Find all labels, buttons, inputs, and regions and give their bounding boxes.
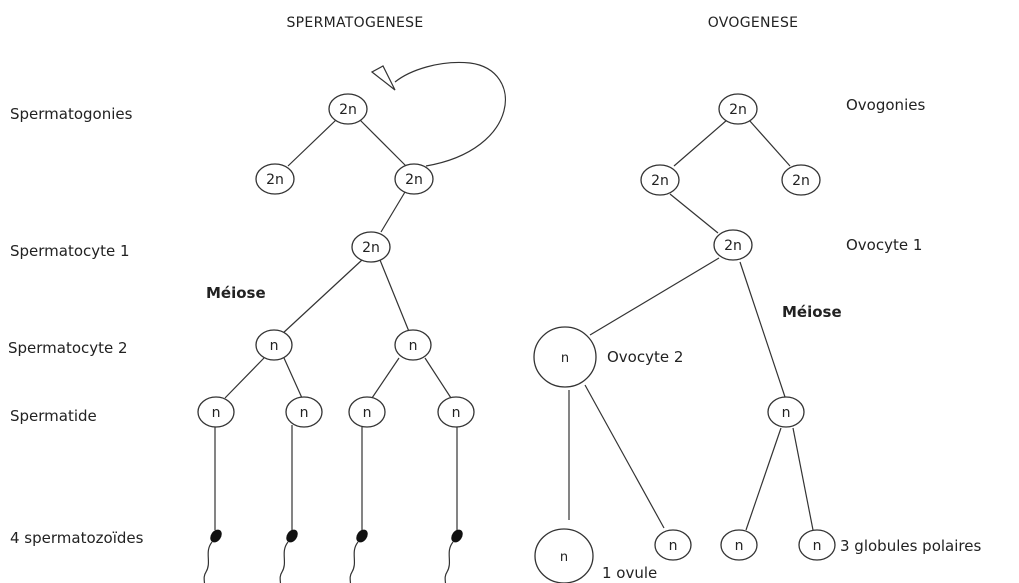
label-ovogonies: Ovogonies	[846, 96, 925, 114]
spermatozoon-4	[444, 529, 463, 583]
label-spermatocyte-1: Spermatocyte 1	[10, 242, 130, 260]
cell-globule-polaire-2: n	[654, 529, 692, 561]
svg-text:n: n	[669, 538, 678, 554]
svg-text:2n: 2n	[792, 173, 810, 189]
svg-text:2n: 2n	[362, 240, 380, 256]
label-ovocyte-1: Ovocyte 1	[846, 236, 922, 254]
cell-globule-polaire-3: n	[720, 529, 758, 561]
svg-text:n: n	[560, 550, 568, 565]
cell-globule-polaire-4: n	[798, 529, 836, 561]
svg-text:n: n	[270, 338, 279, 354]
self-renewal-arrow	[370, 61, 506, 167]
header-ovogenese: OVOGENESE	[708, 15, 799, 31]
cell-ovocyte-1: 2n	[713, 229, 753, 261]
cell-ovocyte-2: n	[533, 326, 597, 388]
cell-spermatide-3: n	[348, 396, 386, 428]
svg-text:n: n	[452, 405, 461, 421]
cell-spermatide-4: n	[437, 396, 475, 428]
cell-spermatide-1: n	[197, 396, 235, 428]
ovogenesis-tree-lines	[568, 119, 814, 531]
cell-ovogonie-right: 2n	[781, 164, 821, 196]
label-globules-polaires: 3 globules polaires	[840, 537, 981, 555]
svg-text:2n: 2n	[339, 102, 357, 118]
cell-spermatogonie-right: 2n	[394, 163, 434, 195]
cell-globule-polaire-1: n	[767, 396, 805, 428]
label-spermatocyte-2: Spermatocyte 2	[8, 339, 128, 357]
svg-text:2n: 2n	[651, 173, 669, 189]
arrowhead-icon	[370, 65, 396, 91]
cell-ovogonie-top: 2n	[718, 93, 758, 125]
svg-text:n: n	[409, 338, 418, 354]
cell-spermatogonie-top: 2n	[328, 93, 368, 125]
svg-text:n: n	[212, 405, 221, 421]
svg-text:n: n	[363, 405, 372, 421]
cell-spermatocyte-1: 2n	[351, 231, 391, 263]
cell-ovogonie-left: 2n	[640, 164, 680, 196]
svg-text:n: n	[300, 405, 309, 421]
cell-spermatogonie-left: 2n	[255, 163, 295, 195]
label-spermatogonies: Spermatogonies	[10, 105, 133, 123]
svg-text:n: n	[782, 405, 791, 421]
label-ovule: 1 ovule	[602, 564, 657, 582]
label-spermatide: Spermatide	[10, 407, 97, 425]
label-spermatozoides: 4 spermatozoïdes	[10, 529, 144, 547]
label-meiose-left: Méiose	[206, 284, 266, 302]
svg-text:n: n	[561, 351, 569, 366]
cell-ovule: n	[534, 528, 594, 583]
svg-text:2n: 2n	[729, 102, 747, 118]
svg-text:2n: 2n	[724, 238, 742, 254]
cell-spermatocyte-2-right: n	[394, 329, 432, 361]
spermatozoon-3	[349, 529, 368, 583]
svg-text:n: n	[735, 538, 744, 554]
svg-text:2n: 2n	[266, 172, 284, 188]
header-spermatogenese: SPERMATOGENESE	[287, 15, 424, 31]
spermatozoon-1	[203, 529, 222, 583]
cell-spermatocyte-2-left: n	[255, 329, 293, 361]
label-ovocyte-2: Ovocyte 2	[607, 348, 683, 366]
spermatogenesis-tree-lines	[214, 119, 458, 530]
label-meiose-right: Méiose	[782, 303, 842, 321]
spermatozoon-2	[279, 529, 298, 583]
svg-text:n: n	[813, 538, 822, 554]
svg-text:2n: 2n	[405, 172, 423, 188]
cell-spermatide-2: n	[285, 396, 323, 428]
